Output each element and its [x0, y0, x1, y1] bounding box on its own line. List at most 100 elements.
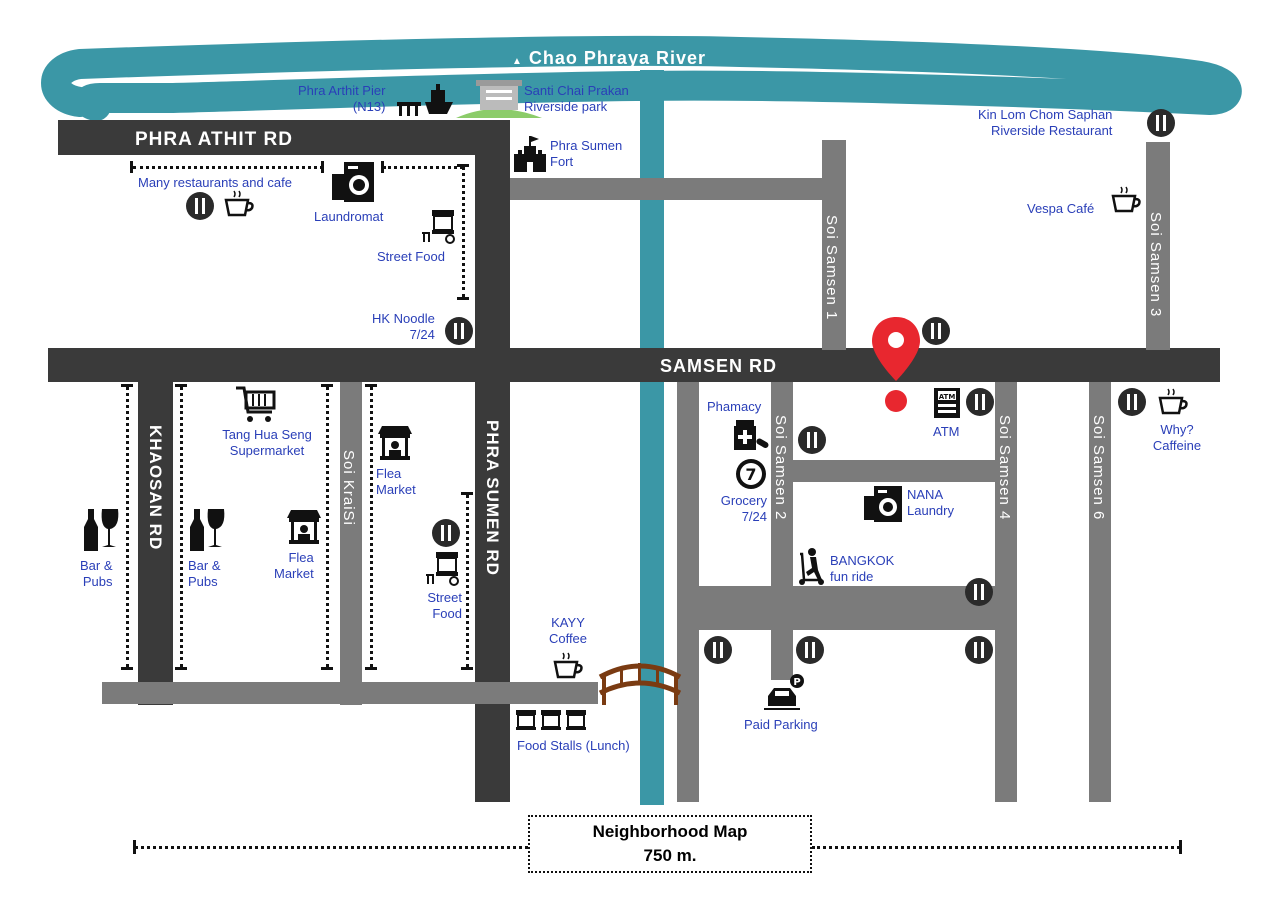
- laundromat-label: Laundromat: [314, 209, 384, 224]
- svg-text:P: P: [793, 677, 800, 688]
- soi-samsen-2-road: [771, 382, 793, 680]
- lower-cross-road: [102, 682, 598, 704]
- fort-icon: [514, 136, 546, 172]
- soi-cross-road: [677, 608, 1017, 630]
- wine-bottle-glass-icon: [84, 509, 119, 551]
- fort-road: [510, 178, 846, 200]
- fork-knife-icon: [798, 426, 826, 454]
- fork-knife-icon: [1147, 109, 1175, 137]
- khaosan-road-label: KHAOSAN RD: [146, 425, 165, 551]
- pharmacy-label: Phamacy: [707, 399, 762, 414]
- river-label: ▲ Chao Phraya River: [512, 48, 706, 68]
- street-food-dots: [462, 166, 465, 298]
- bar-dots-2: [180, 386, 183, 668]
- phra-athit-road: [58, 120, 510, 155]
- coffee-cup-icon: [553, 652, 583, 679]
- coffee-cup-icon: [1111, 186, 1141, 213]
- bridge-icon: [598, 663, 682, 705]
- phra-sumen-road-label: PHRA SUMEN RD: [483, 420, 502, 576]
- fork-knife-icon: [966, 388, 994, 416]
- fork-knife-icon: [704, 636, 732, 664]
- soi-samsen-2-label: Soi Samsen 2: [772, 415, 789, 521]
- samsen-road-label: SAMSEN RD: [660, 356, 778, 376]
- soi-samsen-6-road: [1089, 382, 1111, 802]
- pier-icon: [397, 84, 453, 116]
- bar-pubs-label: Bar &Pubs: [188, 558, 221, 589]
- fork-knife-icon: [796, 636, 824, 664]
- restaurant-strip-dots: [133, 166, 323, 169]
- phra-athit-road-label: PHRA ATHIT RD: [135, 129, 293, 150]
- soi-samsen-6-label: Soi Samsen 6: [1090, 415, 1107, 521]
- why-caffeine-label: Why?Caffeine: [1152, 422, 1202, 453]
- park-icon: [456, 80, 542, 118]
- soi-kraisi-label: Soi KraiSi: [340, 450, 357, 526]
- scooter-icon: [799, 548, 824, 585]
- river-band: [41, 35, 1242, 120]
- soi-link-road: [793, 460, 1017, 482]
- coffee-cup-icon: [224, 190, 254, 217]
- location-pin-icon: [872, 317, 920, 412]
- samsen-road: [48, 348, 1220, 382]
- bar-dots-1: [126, 386, 129, 668]
- legend-distance: 750 m.: [643, 846, 697, 865]
- atm-icon: ATM: [934, 388, 960, 418]
- khaosan-road: [138, 382, 173, 705]
- soi-samsen-3-road: [1146, 142, 1170, 350]
- bar-pubs-label: Bar &Pubs: [80, 558, 113, 589]
- map-legend: Neighborhood Map 750 m.: [528, 815, 812, 873]
- market-stall-icon: [287, 510, 321, 544]
- coffee-cup-icon: [1158, 388, 1188, 415]
- soi-samsen-1-road: [822, 140, 846, 350]
- soi-samsen-4-label: Soi Samsen 4: [996, 415, 1013, 521]
- street-food-cart-icon: [426, 552, 459, 586]
- seven-eleven-icon: 7: [736, 459, 766, 489]
- food-stalls-icon: [516, 710, 586, 730]
- fork-knife-icon: [445, 317, 473, 345]
- pier-label: Phra Arthit Pier(N13): [298, 83, 386, 114]
- fork-knife-icon: [186, 192, 214, 220]
- pharmacy-icon: [734, 420, 769, 450]
- laundromat-strip-dots: [383, 166, 463, 169]
- fork-knife-icon: [1118, 388, 1146, 416]
- paid-parking-label: Paid Parking: [744, 717, 818, 732]
- market-dots-2: [370, 386, 373, 668]
- fork-knife-icon: [432, 519, 460, 547]
- soi-samsen-1-label: Soi Samsen 1: [823, 215, 840, 321]
- fork-knife-icon: [965, 636, 993, 664]
- market-dots-1: [326, 386, 329, 668]
- canal-side-road: [677, 382, 699, 802]
- street-food-cart-icon: [422, 210, 455, 244]
- legend-title: Neighborhood Map: [592, 822, 748, 841]
- soi-kraisi-road: [340, 382, 362, 705]
- svg-text:7: 7: [745, 465, 756, 484]
- washing-machine-icon: [332, 162, 374, 202]
- washing-machine-icon: [864, 486, 902, 522]
- vespa-label: Vespa Café: [1027, 201, 1095, 216]
- scale-bar-right: [812, 846, 1180, 849]
- fork-knife-icon: [922, 317, 950, 345]
- soi-samsen-3-label: Soi Samsen 3: [1147, 212, 1164, 318]
- shopping-cart-icon: [236, 386, 276, 422]
- market-stall-icon: [378, 426, 412, 460]
- street-food-label: Street Food: [377, 249, 445, 264]
- fork-knife-icon: [965, 578, 993, 606]
- many-restaurants-label: Many restaurants and cafe: [138, 175, 292, 190]
- parking-icon: P: [764, 674, 804, 710]
- scale-bar-left: [135, 846, 528, 849]
- street-food-dots-2: [466, 494, 469, 668]
- soi-samsen-4-road: [995, 382, 1017, 802]
- food-stalls-label: Food Stalls (Lunch): [517, 738, 630, 753]
- svg-text:ATM: ATM: [939, 393, 956, 401]
